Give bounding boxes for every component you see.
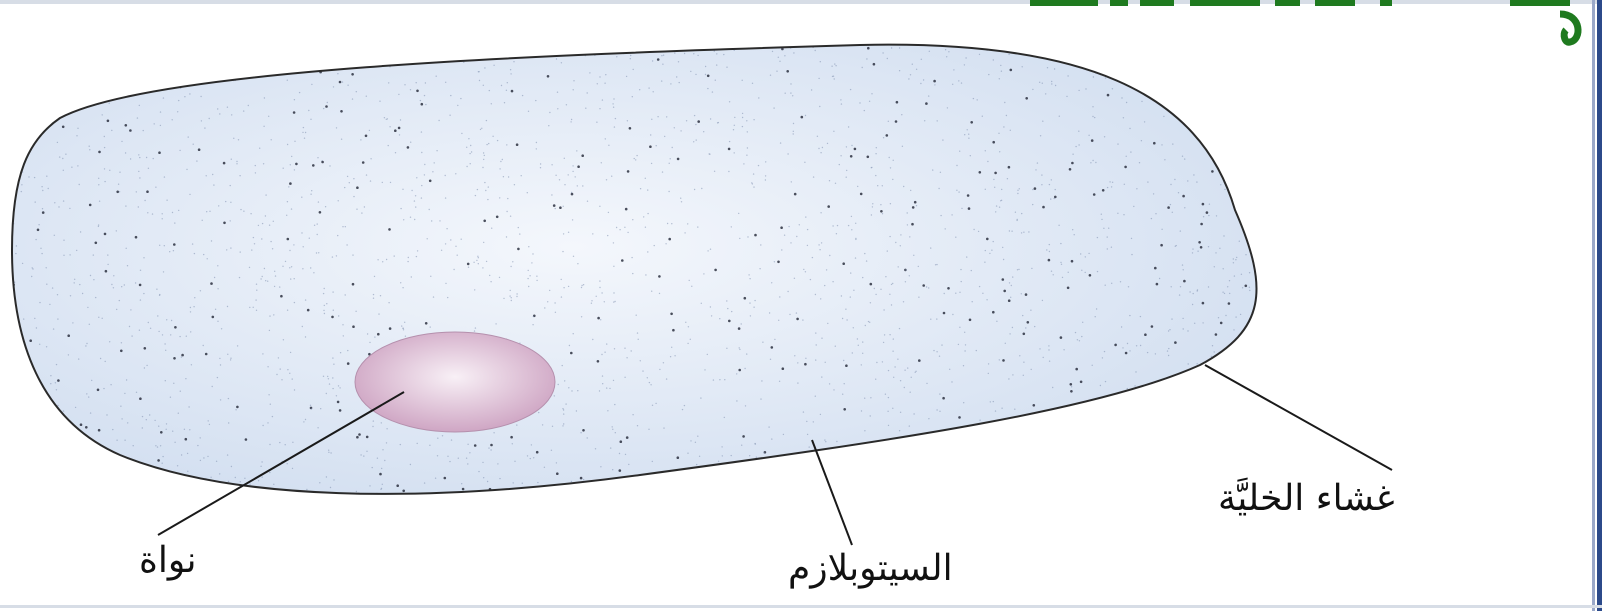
header-fragment bbox=[1030, 0, 1578, 42]
nucleus bbox=[355, 332, 555, 432]
bottom-divider bbox=[0, 605, 1602, 608]
membrane-leader-line bbox=[1205, 365, 1392, 470]
cytoplasm-leader-line bbox=[812, 440, 852, 545]
cytoplasm bbox=[12, 45, 1257, 494]
cytoplasm-label: السيتوبلازم bbox=[788, 548, 953, 589]
nucleus-label: نواة bbox=[139, 540, 196, 581]
cell-membrane-label: غشاء الخليَّة bbox=[1218, 478, 1395, 519]
